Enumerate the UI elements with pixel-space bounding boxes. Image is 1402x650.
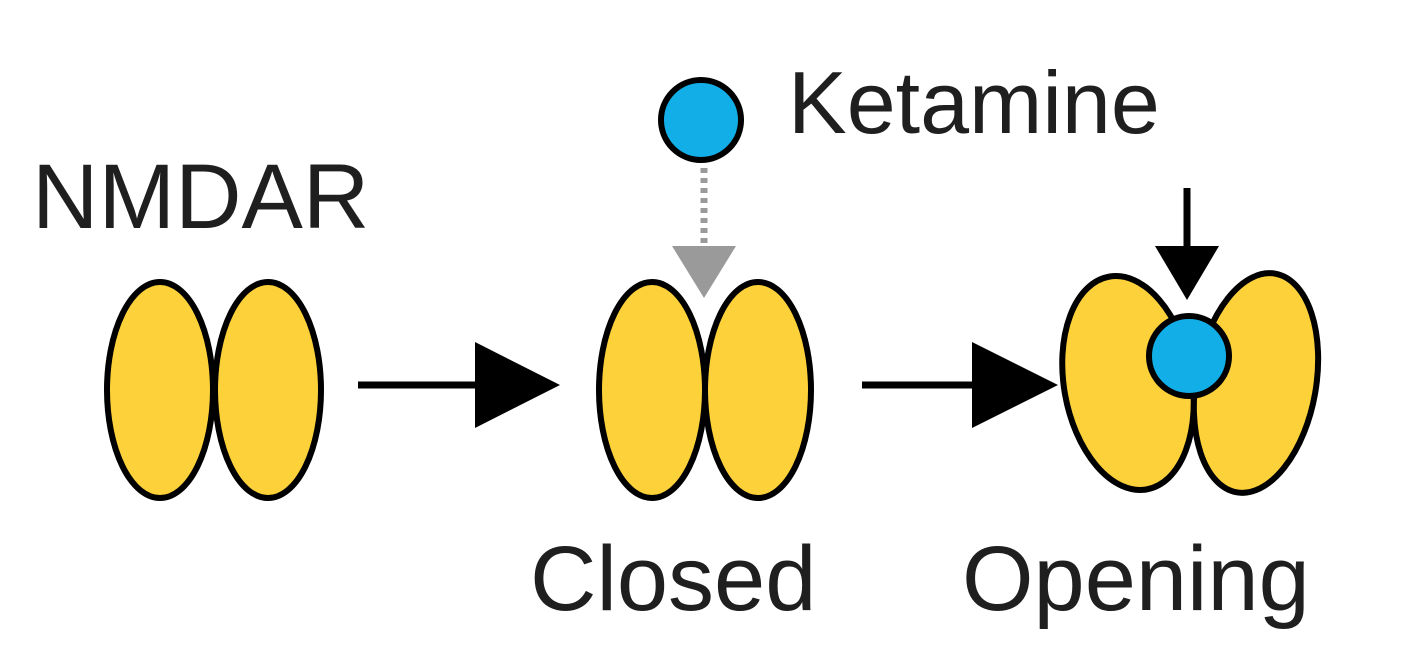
ketamine-binding-arrow bbox=[1155, 188, 1219, 300]
transition-arrow-1 bbox=[358, 342, 560, 428]
nmdar-label: NMDAR bbox=[32, 146, 369, 248]
ketamine-approach-arrow bbox=[672, 168, 736, 298]
nmdar-resting-receptor bbox=[104, 279, 324, 501]
transition-arrow-2 bbox=[862, 342, 1058, 428]
ketamine-molecule bbox=[658, 77, 744, 163]
closed-right-subunit bbox=[702, 279, 814, 501]
resting-left-subunit bbox=[104, 279, 216, 501]
opening-label: Opening bbox=[962, 528, 1310, 630]
bound-ketamine-molecule bbox=[1146, 313, 1232, 399]
opening-receptor bbox=[1059, 270, 1322, 496]
closed-label: Closed bbox=[530, 528, 816, 630]
closed-receptor bbox=[596, 279, 814, 501]
ketamine-label: Ketamine bbox=[788, 53, 1160, 152]
closed-left-subunit bbox=[596, 279, 708, 501]
resting-right-subunit bbox=[212, 279, 324, 501]
